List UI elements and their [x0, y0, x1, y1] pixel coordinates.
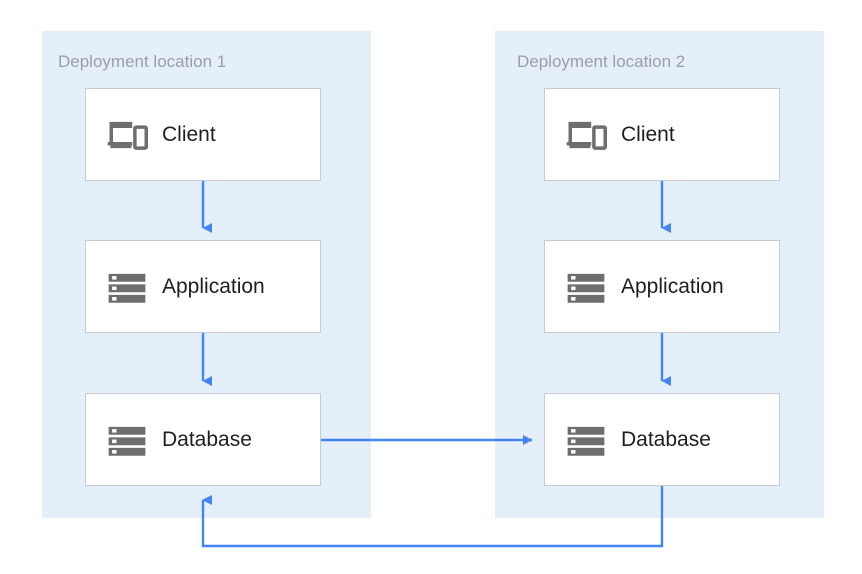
node-label: Client [162, 123, 216, 146]
node-client-2[interactable]: Client [544, 88, 780, 181]
devices-icon [107, 121, 148, 150]
node-label: Database [621, 428, 711, 451]
server-icon [108, 273, 146, 303]
node-database-1[interactable]: Database [85, 393, 321, 486]
node-application-1[interactable]: Application [85, 240, 321, 333]
node-client-1[interactable]: Client [85, 88, 321, 181]
server-icon [567, 273, 605, 303]
node-label: Database [162, 428, 252, 451]
node-label: Client [621, 123, 675, 146]
node-label: Application [621, 275, 724, 298]
devices-icon [566, 121, 607, 150]
node-database-2[interactable]: Database [544, 393, 780, 486]
server-icon [108, 426, 146, 456]
deployment-zone-2-title: Deployment location 2 [517, 52, 686, 71]
deployment-zone-1-title: Deployment location 1 [58, 52, 227, 71]
node-label: Application [162, 275, 265, 298]
node-application-2[interactable]: Application [544, 240, 780, 333]
server-icon [567, 426, 605, 456]
